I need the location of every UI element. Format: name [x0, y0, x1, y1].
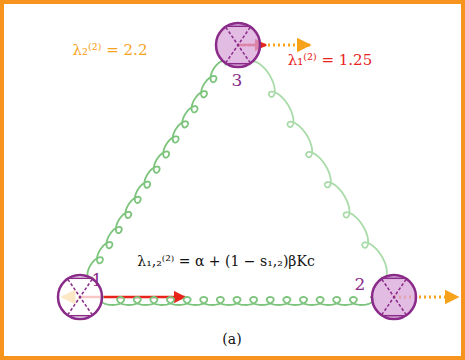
circle-outline — [370, 273, 418, 321]
formula-label: λ₁,₂⁽²⁾ = α + (1 − s₁,₂)βKc — [137, 254, 314, 269]
spring-connector — [250, 61, 387, 278]
formula-text: (a) — [222, 331, 241, 347]
formula-label: λ₁⁽²⁾ = 1.25 — [288, 52, 372, 69]
spring-connector — [100, 297, 373, 305]
node-number: 3 — [232, 72, 243, 89]
mass-circle: 1 — [56, 273, 104, 321]
formula-label: λ₂⁽²⁾ = 2.2 — [73, 42, 148, 59]
circle-outline — [214, 21, 262, 69]
formula-text: λ₁,₂⁽²⁾ = α + (1 − s₁,₂)βKc — [137, 253, 314, 269]
formula-text: λ₁⁽²⁾ = 1.25 — [288, 51, 372, 69]
mass-circle: 2 — [370, 273, 418, 321]
node-number: 2 — [355, 276, 366, 293]
formula-label: (a) — [222, 332, 241, 347]
node-number: 1 — [92, 272, 103, 289]
mass-circle: 3 — [214, 21, 262, 69]
spring-connector — [87, 61, 225, 279]
formula-text: λ₂⁽²⁾ = 2.2 — [73, 41, 148, 59]
